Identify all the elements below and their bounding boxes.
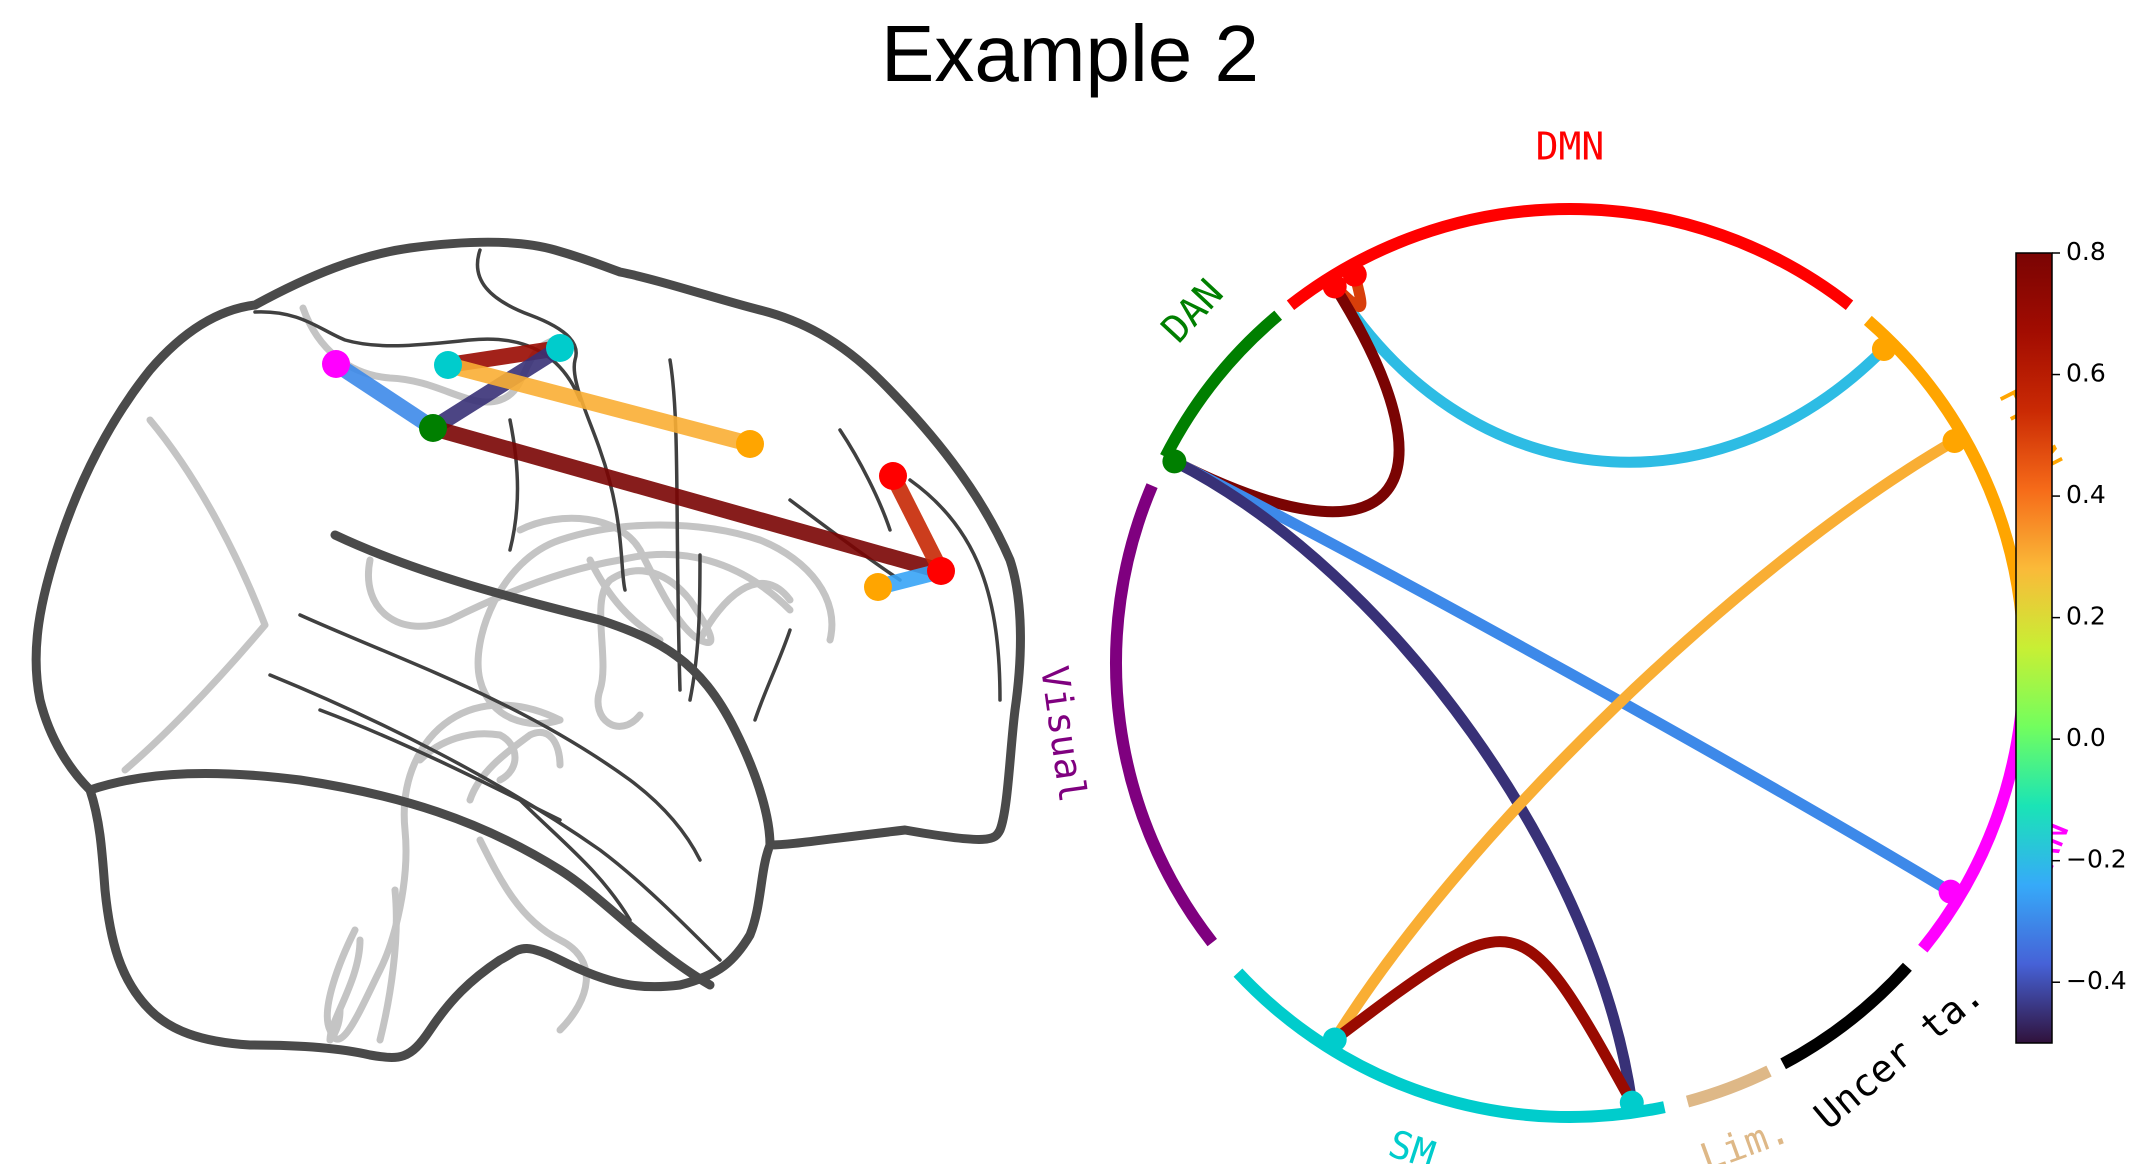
- network-arc-4: [1685, 1065, 1772, 1108]
- sulcus-dark-13: [518, 798, 632, 922]
- colorbar-ticks: 0.8 0.6 0.4 0.2 0.0 −0.2 −0.4: [2052, 237, 2127, 995]
- network-label-0: DMN: [1536, 125, 1605, 169]
- sulcus-light-3: [365, 551, 794, 630]
- sulcus-light-4: [516, 514, 715, 730]
- brain-schematic: [31, 237, 1025, 1062]
- brain-edges: [331, 340, 949, 595]
- chord-link-2: [1168, 280, 1405, 518]
- sulcus-light-7: [323, 701, 564, 1043]
- chord-link-4: [1168, 455, 1638, 1109]
- brain-node-cyan-a: [434, 351, 462, 379]
- sulcus-light-14: [326, 1006, 344, 1044]
- colorbar-tick-label-2: 0.4: [2066, 480, 2106, 509]
- network-arc-3: [1780, 962, 1912, 1070]
- colorbar-tick-label-0: 0.8: [2066, 237, 2106, 266]
- colorbar-tick-label-1: 0.6: [2066, 359, 2106, 388]
- colorbar-tick-label-5: −0.2: [2066, 845, 2127, 874]
- sulcus-light-10: [416, 730, 519, 784]
- sulcus-dark-10: [298, 613, 702, 862]
- sulcus-light-5: [696, 579, 794, 644]
- sulcus-light-13: [586, 556, 664, 644]
- sulcus-dark-8: [908, 478, 1002, 702]
- chord-link-5: [1329, 435, 1961, 1046]
- colorbar-tick-label-4: 0.0: [2066, 723, 2106, 752]
- brain-node-magenta: [322, 350, 350, 378]
- sulcus-thick-1: [330, 530, 775, 850]
- brain-node-red-a: [879, 462, 907, 490]
- sulcus-light-8: [476, 836, 590, 1034]
- chord-link-6: [1329, 936, 1638, 1109]
- chord-node-dmn-a: [1322, 274, 1347, 299]
- brain-outline: [31, 237, 1025, 1062]
- network-label-6: Visual: [1032, 663, 1095, 805]
- brain-nodes: [322, 334, 955, 601]
- sulcus-light-2: [121, 416, 269, 774]
- chord-node-sm-b: [1322, 1027, 1347, 1052]
- brain-sulci-thick: [85, 530, 775, 990]
- brain-node-red-b: [927, 557, 955, 585]
- brain-edge-0: [331, 357, 438, 435]
- sulcus-dark-4: [668, 358, 682, 692]
- chord-link-3: [1168, 455, 1957, 898]
- brain-sulci-light: [121, 304, 836, 1044]
- sulcus-dark-2: [475, 248, 627, 592]
- colorbar-tick-label-3: 0.2: [2066, 602, 2106, 631]
- brain-node-cyan-b: [546, 334, 574, 362]
- chord-nodes: [1162, 262, 1967, 1115]
- chord-network-arcs: [1110, 203, 2030, 1123]
- sulcus-dark-7: [838, 428, 892, 532]
- network-arc-5: [1233, 968, 1666, 1123]
- brain-edge-4: [430, 420, 944, 579]
- chord-node-sm-a: [1619, 1090, 1644, 1115]
- brain-node-green: [419, 414, 447, 442]
- brain-edge-5: [885, 472, 949, 575]
- chord-node-dan: [1162, 449, 1187, 474]
- chord-node-van: [1938, 879, 1963, 904]
- chord-node-dmn-b: [1342, 262, 1367, 287]
- brain-sulci-dark: [253, 248, 1002, 962]
- network-label-7: DAN: [1153, 271, 1232, 351]
- network-arc-7: [1160, 310, 1283, 460]
- sulcus-dark-3: [508, 418, 520, 552]
- sulcus-dark-6: [753, 628, 792, 722]
- figure-title: Example 2: [881, 9, 1259, 98]
- chord-links: [1168, 269, 1961, 1109]
- sulcus-dark-12: [318, 708, 562, 822]
- sulcus-light-9: [376, 886, 400, 1044]
- chord-node-fpcn-a: [1871, 337, 1896, 362]
- colorbar: 0.8 0.6 0.4 0.2 0.0 −0.2 −0.4: [2015, 237, 2127, 1044]
- network-arc-6: [1110, 483, 1217, 947]
- brain-edge-2: [428, 341, 565, 435]
- sulcus-dark-11: [268, 673, 722, 962]
- network-arc-0: [1286, 203, 1854, 310]
- network-arc-2: [1918, 670, 2030, 953]
- chord-link-0: [1329, 280, 1890, 468]
- brain-edge-3: [445, 357, 753, 452]
- network-label-3: Uncer ta.: [1806, 972, 1992, 1138]
- brain-node-orange-b: [864, 573, 892, 601]
- sulcus-dark-5: [688, 553, 702, 702]
- colorbar-gradient-bar: [2015, 252, 2053, 1044]
- network-label-4: Lim.: [1694, 1107, 1795, 1164]
- network-arc-1: [1863, 315, 2030, 656]
- colorbar-tick-label-6: −0.4: [2066, 966, 2127, 995]
- sulcus-thick-2: [85, 768, 715, 990]
- brain-node-orange-a: [736, 430, 764, 458]
- network-label-5: SM: [1383, 1121, 1440, 1164]
- chord-node-fpcn-b: [1942, 429, 1967, 453]
